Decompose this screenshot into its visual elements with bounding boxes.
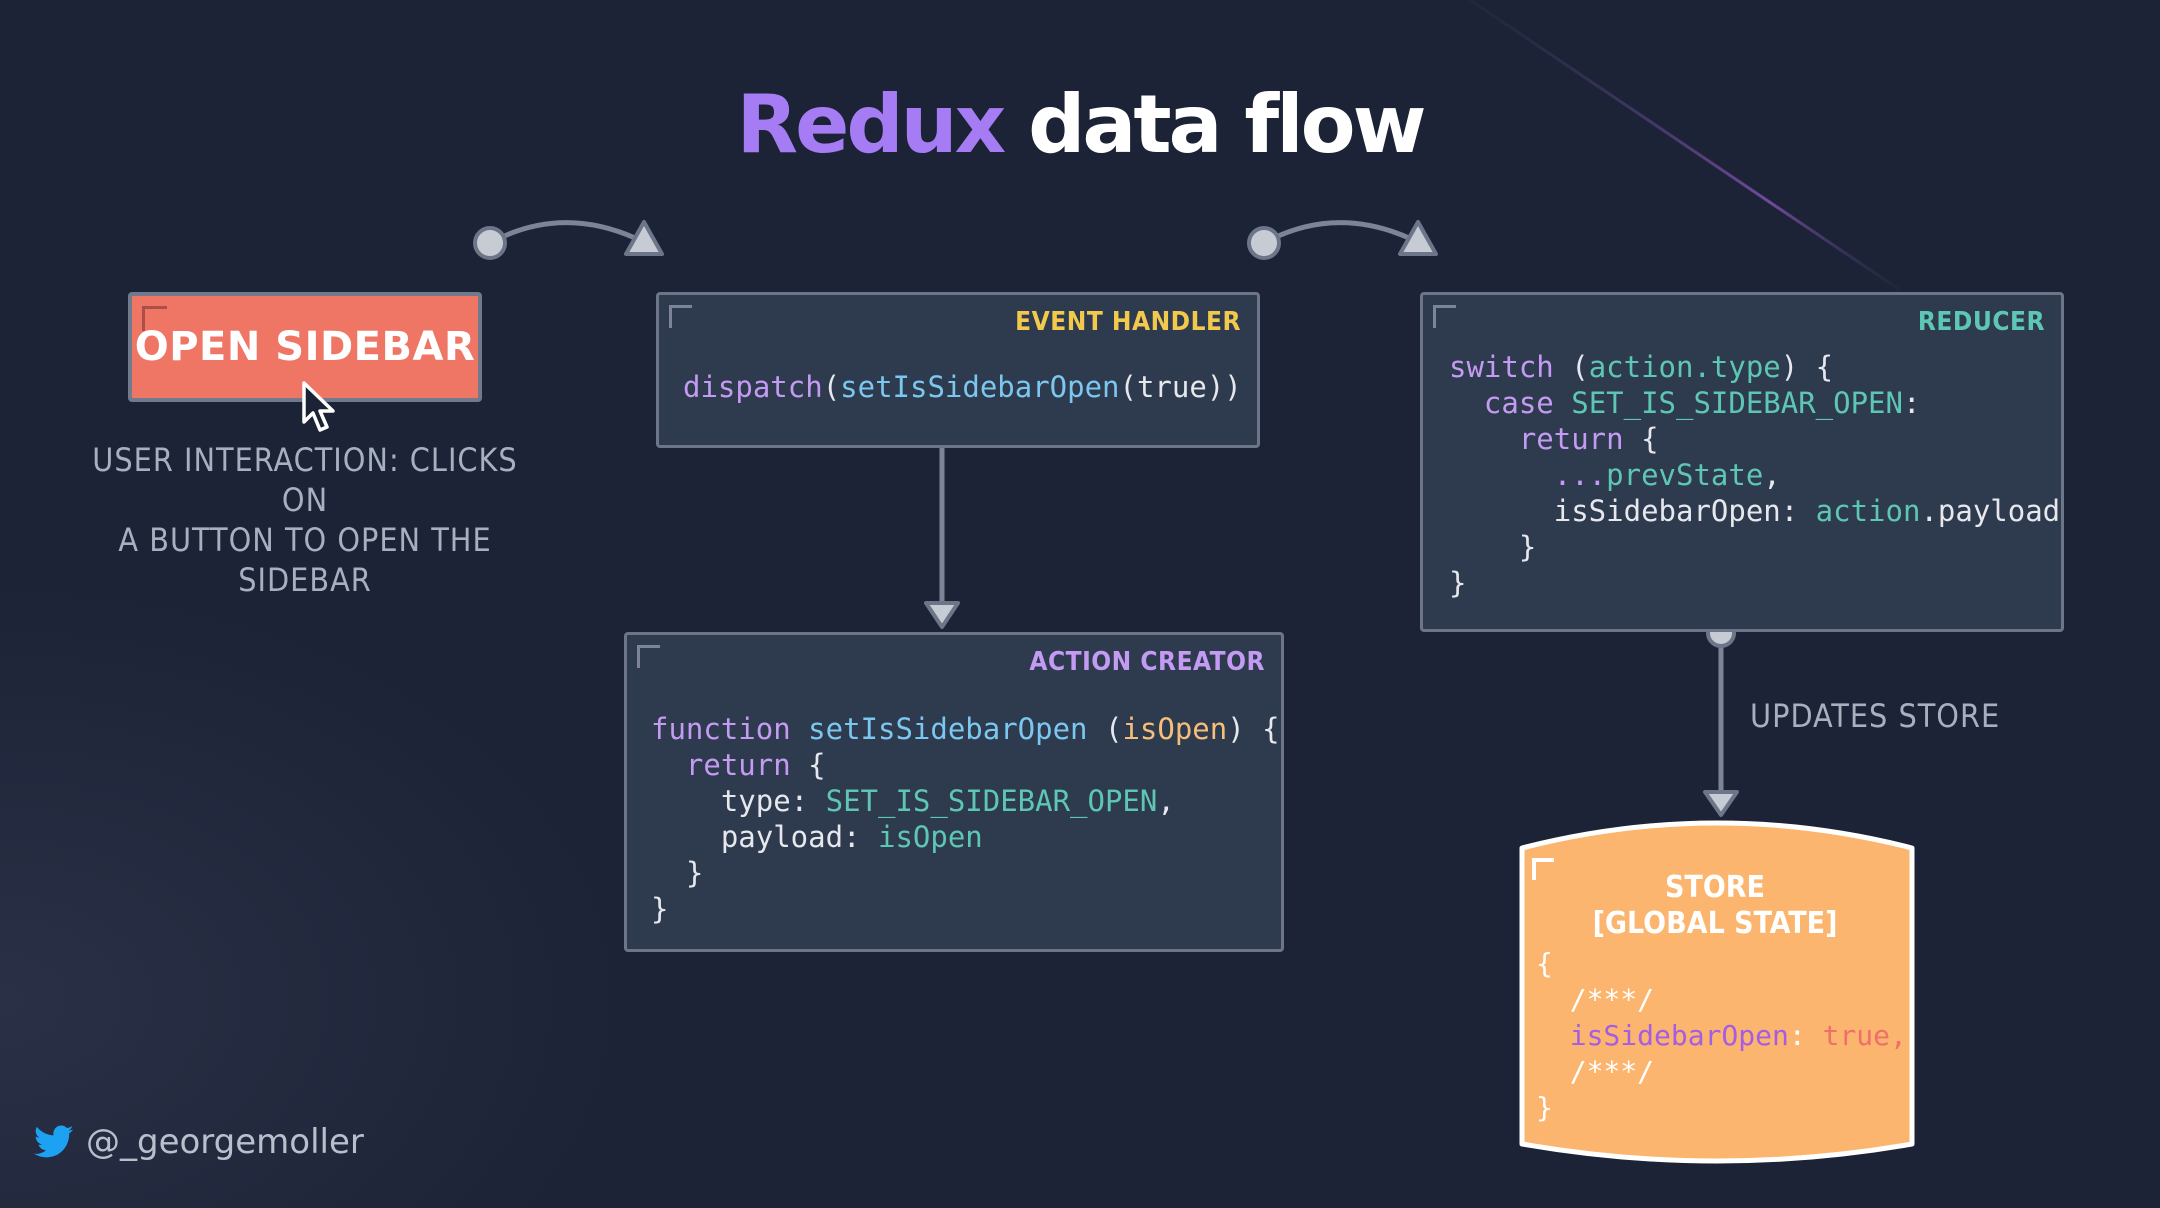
decorative-streak: [1469, 0, 1901, 292]
code-token: }: [1518, 530, 1537, 564]
caption-line: SIDEBAR: [238, 561, 372, 599]
code-token: isSidebarOpen: [1569, 1019, 1789, 1052]
arrow-reducer-to-store: [1703, 618, 1739, 817]
code-token: (true)): [1119, 370, 1242, 404]
updates-store-caption: UPDATES STORE: [1750, 697, 2001, 735]
corner-mark: [1433, 305, 1456, 328]
code-token: }: [685, 856, 704, 890]
twitter-handle-text[interactable]: @_georgemoller: [86, 1122, 364, 1162]
page-title: Redux data flow: [0, 78, 2160, 171]
store-title-line: STORE: [1664, 870, 1766, 905]
store-shape: [1519, 820, 1915, 1164]
reducer-panel: REDUCER switch (action.type) { case SET_…: [1420, 292, 2064, 632]
code-token: /***/: [1569, 1055, 1655, 1088]
code-token: (: [1087, 712, 1123, 746]
code-token: :: [1788, 1019, 1823, 1052]
code-token: {: [1623, 422, 1659, 456]
code-token: setIsSidebarOpen: [808, 712, 1088, 746]
curved-arrow-button-to-handler: [473, 220, 664, 260]
code-token: SET_IS_SIDEBAR_OPEN: [1571, 386, 1903, 420]
code-token: SET_IS_SIDEBAR_OPEN: [825, 784, 1158, 818]
code-token: ) {: [1227, 712, 1280, 746]
action-creator-panel: ACTION CREATOR function setIsSidebarOpen…: [624, 632, 1284, 952]
twitter-handle: @_georgemoller: [34, 1122, 364, 1162]
code-token: (: [1553, 350, 1589, 384]
code-token: prevState: [1606, 458, 1764, 492]
event-handler-panel: EVENT HANDLER dispatch(setIsSidebarOpen(…: [656, 292, 1260, 448]
code-token: action.type: [1588, 350, 1781, 384]
curved-arrow-handler-to-reducer: [1247, 220, 1438, 260]
code-token: setIsSidebarOpen: [840, 370, 1120, 404]
code-token: function: [651, 712, 791, 746]
twitter-bird-icon: [34, 1125, 74, 1158]
store-title-line: [GLOBAL STATE]: [1592, 906, 1838, 941]
code-token: return: [685, 748, 791, 782]
event-handler-code: dispatch(setIsSidebarOpen(true)): [683, 369, 1242, 405]
code-token: isSidebarOpen:: [1553, 494, 1816, 528]
code-token: .payload: [1920, 494, 2061, 528]
action-creator-label: ACTION CREATOR: [1029, 647, 1265, 677]
reducer-label: REDUCER: [1917, 307, 2045, 337]
code-token: }: [1536, 1091, 1553, 1124]
code-token: isOpen: [1122, 712, 1228, 746]
caption-line: USER INTERACTION: CLICKS ON: [92, 441, 518, 519]
reducer-code: switch (action.type) { case SET_IS_SIDEB…: [1449, 349, 2060, 601]
caption-line: A BUTTON TO OPEN THE: [118, 521, 492, 559]
code-token: }: [1449, 566, 1467, 600]
code-token: case: [1483, 386, 1554, 420]
code-token: ) {: [1780, 350, 1834, 384]
code-token: }: [651, 892, 669, 926]
user-interaction-caption: USER INTERACTION: CLICKS ON A BUTTON TO …: [80, 440, 530, 600]
code-token: action: [1815, 494, 1921, 528]
code-token: switch: [1449, 350, 1554, 384]
corner-mark: [1532, 858, 1554, 880]
code-token: {: [790, 748, 826, 782]
code-token: ...: [1553, 458, 1607, 492]
code-token: :: [1902, 386, 1921, 420]
corner-mark: [142, 306, 167, 331]
title-highlight: Redux: [736, 78, 1007, 171]
code-token: type:: [720, 784, 826, 818]
code-token: {: [1536, 947, 1553, 980]
code-token: /***/: [1569, 983, 1655, 1016]
code-token: ,: [1763, 458, 1781, 492]
corner-mark: [637, 645, 660, 668]
code-token: dispatch: [683, 370, 823, 404]
store-code: { /***/ isSidebarOpen: true, /***/}: [1536, 946, 1907, 1126]
code-token: ,: [1157, 784, 1175, 818]
corner-mark: [669, 305, 692, 328]
code-token: return: [1518, 422, 1624, 456]
action-creator-code: function setIsSidebarOpen (isOpen) { ret…: [651, 711, 1280, 927]
code-token: (: [822, 370, 841, 404]
title-rest: data flow: [1028, 78, 1426, 171]
code-token: true,: [1822, 1019, 1907, 1052]
store-title: STORE [GLOBAL STATE]: [1520, 870, 1910, 942]
code-token: [1554, 386, 1571, 420]
event-handler-label: EVENT HANDLER: [1015, 307, 1241, 337]
open-sidebar-label: OPEN SIDEBAR: [134, 324, 476, 370]
code-token: isOpen: [877, 820, 983, 854]
mouse-cursor-icon: [302, 381, 335, 432]
code-token: payload:: [720, 820, 878, 854]
